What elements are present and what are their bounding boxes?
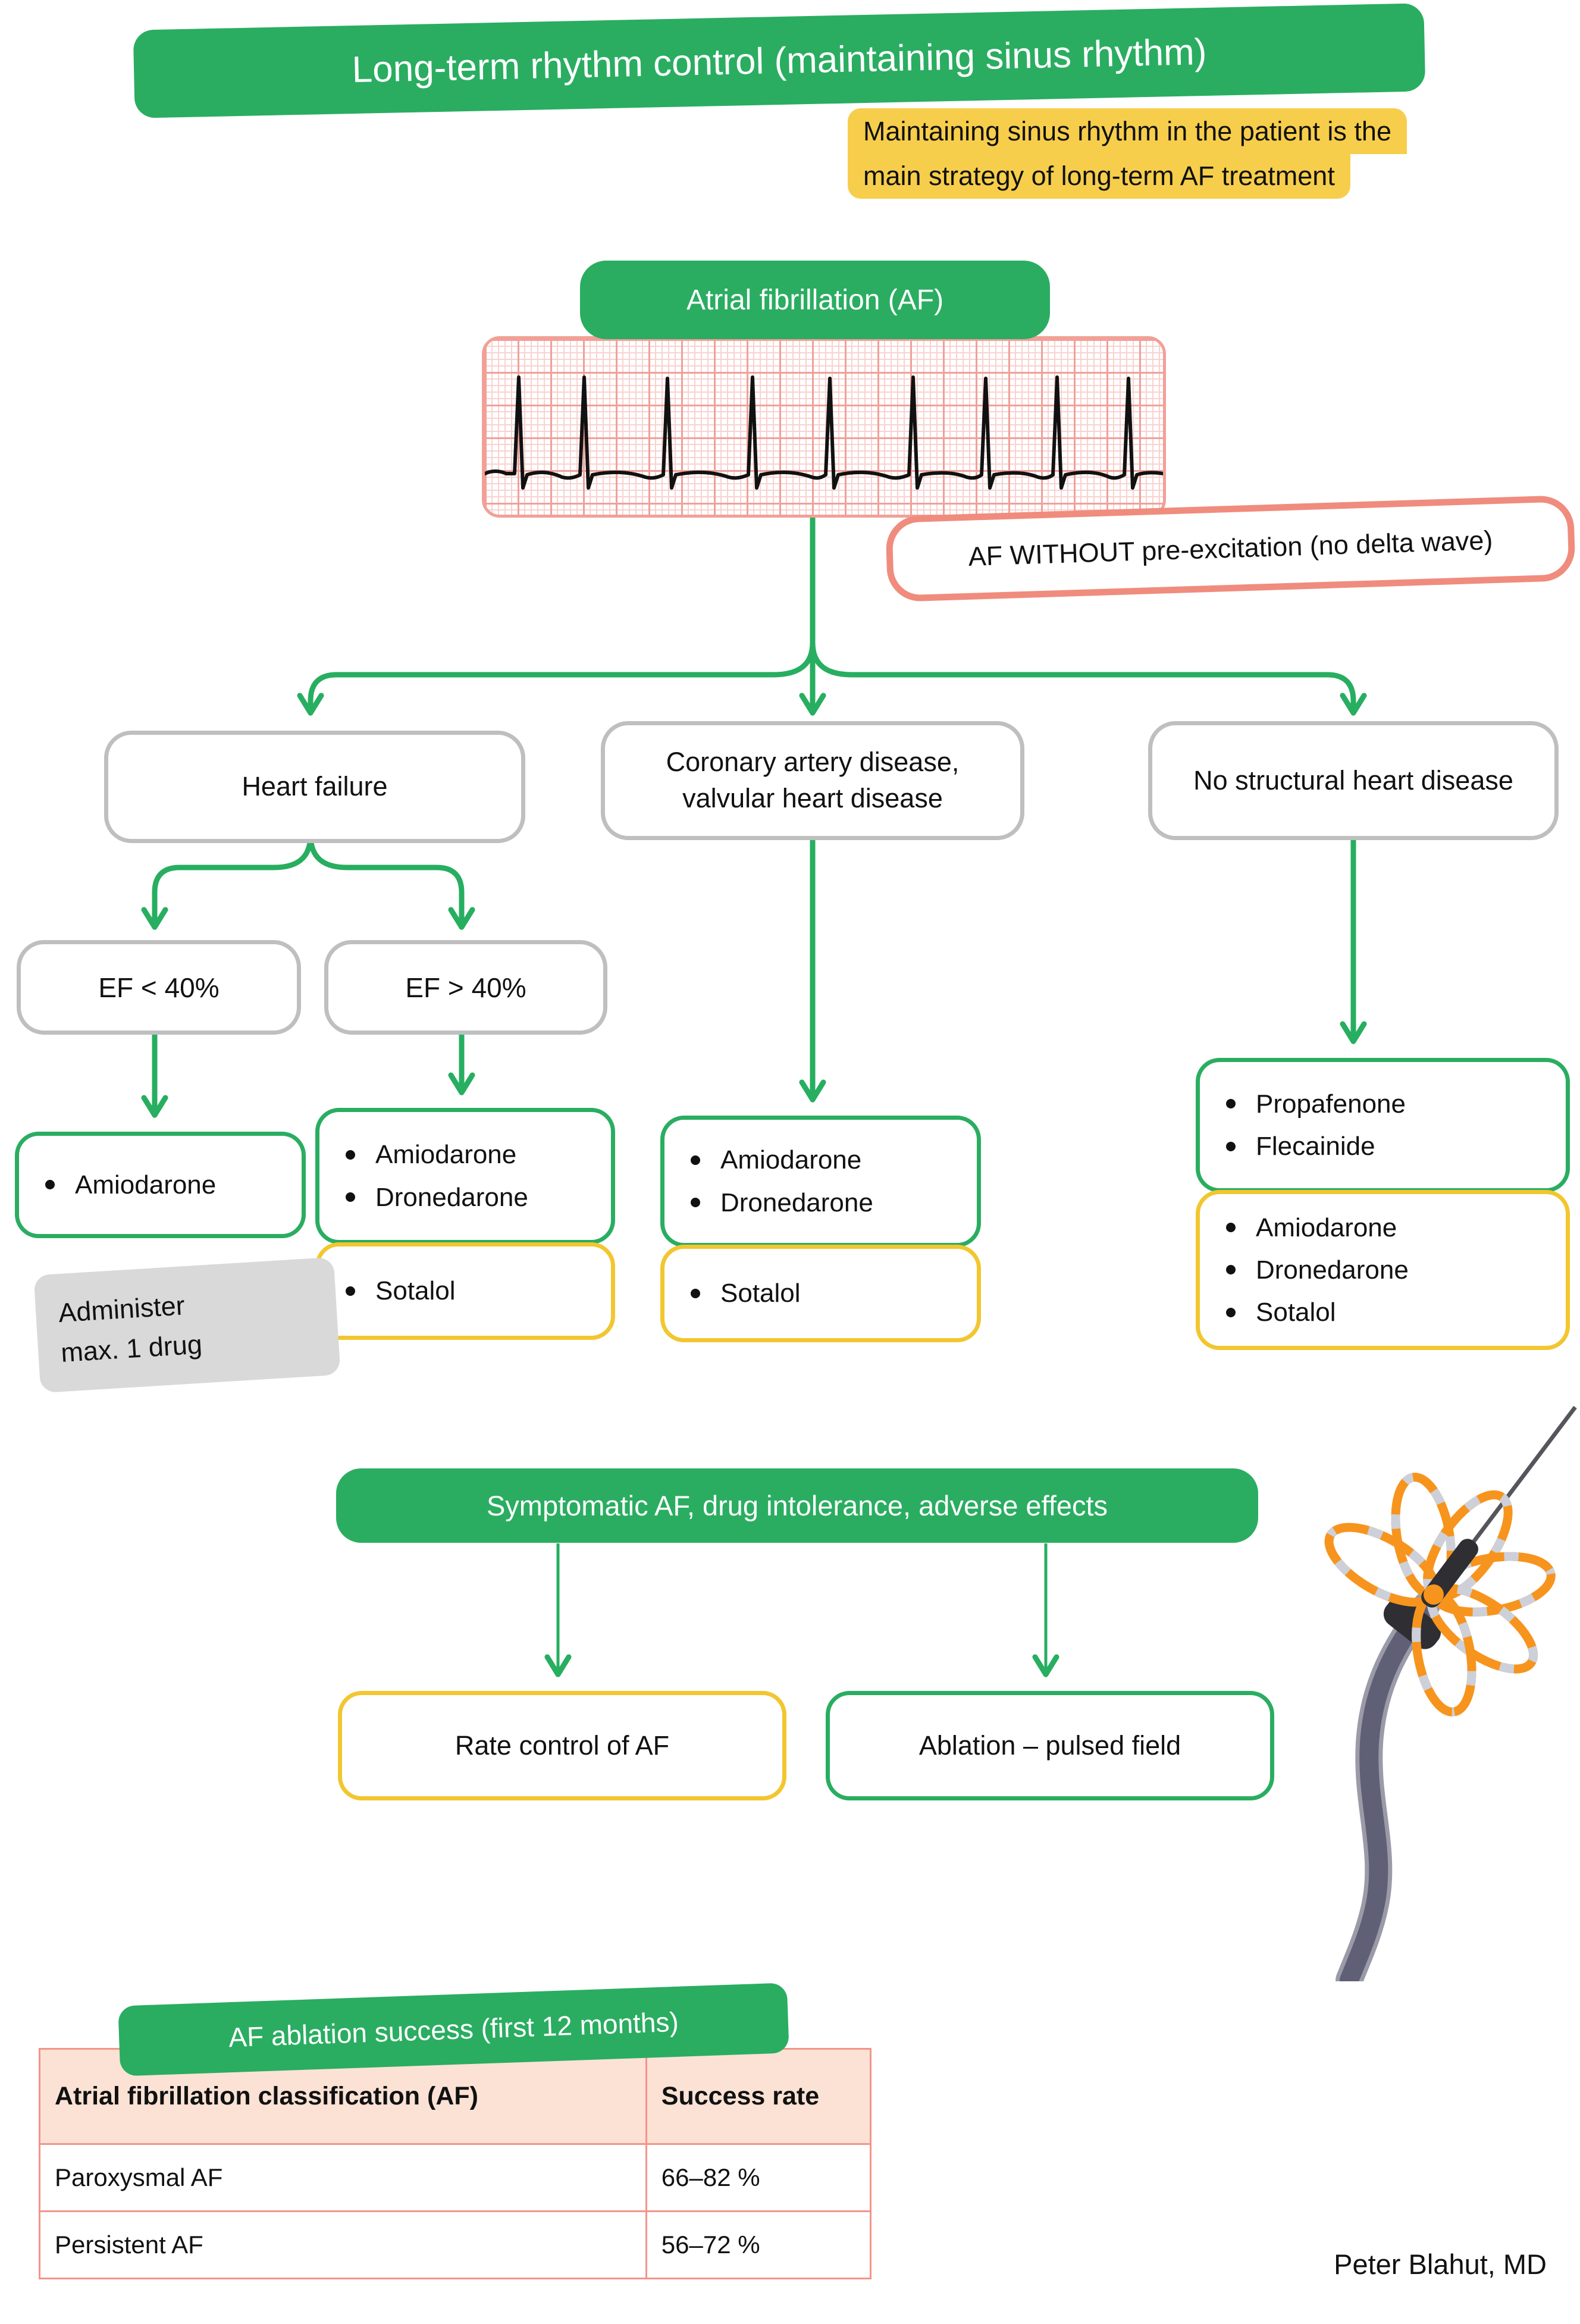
table-cell-success-rate: 56–72 % — [645, 2210, 872, 2279]
table-cell-success-rate: 66–82 % — [645, 2143, 872, 2212]
drug-item: Flecainide — [1226, 1125, 1566, 1167]
node-rate-control: Rate control of AF — [338, 1691, 786, 1800]
drug-item: Amiodarone — [691, 1139, 977, 1181]
drug-label: Amiodarone — [375, 1140, 517, 1170]
node-ablation-pulsed-field: Ablation – pulsed field — [826, 1691, 1274, 1800]
table-row: Paroxysmal AF 66–82 % — [39, 2143, 872, 2212]
drug-item: Amiodarone — [1226, 1207, 1566, 1249]
node-coronary-valvular-disease: Coronary artery disease, valvular heart … — [601, 721, 1024, 840]
drug-item: Dronedarone — [346, 1176, 611, 1219]
drug-label: Dronedarone — [375, 1182, 528, 1212]
ecg-strip — [482, 336, 1166, 518]
drugs-hf-ef-above-40-second-line: Sotalol — [315, 1242, 615, 1340]
author-credit: Peter Blahut, MD — [1334, 2248, 1547, 2280]
table-cell-classification: Persistent AF — [39, 2210, 647, 2279]
strategy-note: Maintaining sinus rhythm in the patient … — [848, 108, 1407, 199]
drug-item: Amiodarone — [346, 1133, 611, 1176]
strategy-note-line2: main strategy of long-term AF treatment — [848, 153, 1350, 199]
node-heart-failure: Heart failure — [104, 731, 525, 843]
table-row: Persistent AF 56–72 % — [39, 2210, 872, 2279]
drug-label: Dronedarone — [1256, 1255, 1409, 1285]
drug-item: Dronedarone — [1226, 1249, 1566, 1291]
node-ef-below-40: EF < 40% — [17, 940, 301, 1035]
drug-label: Amiodarone — [75, 1170, 217, 1199]
drugs-nshd-first-line: Propafenone Flecainide — [1196, 1058, 1570, 1192]
drug-label: Sotalol — [720, 1279, 801, 1308]
node-atrial-fibrillation: Atrial fibrillation (AF) — [580, 261, 1050, 339]
drug-label: Sotalol — [375, 1276, 456, 1306]
table-header-success-rate: Success rate — [645, 2048, 872, 2145]
ecg-trace — [485, 375, 1163, 490]
strategy-note-line1: Maintaining sinus rhythm in the patient … — [848, 108, 1407, 154]
drug-item: Sotalol — [691, 1272, 977, 1314]
drug-item: Sotalol — [346, 1270, 611, 1312]
node-ef-above-40: EF > 40% — [324, 940, 607, 1035]
drugs-cad-second-line: Sotalol — [660, 1245, 981, 1342]
drug-item: Dronedarone — [691, 1182, 977, 1224]
drug-label: Propafenone — [1256, 1089, 1406, 1119]
drug-label: Sotalol — [1256, 1298, 1336, 1327]
drug-label: Amiodarone — [1256, 1213, 1397, 1242]
drugs-hf-ef-below-40-first-line: Amiodarone — [15, 1132, 306, 1238]
administer-note: Administer max. 1 drug — [33, 1257, 341, 1393]
table-cell-classification: Paroxysmal AF — [39, 2143, 647, 2212]
drugs-nshd-second-line: Amiodarone Dronedarone Sotalol — [1196, 1190, 1570, 1350]
drug-label: Amiodarone — [720, 1145, 862, 1175]
ablation-success-table: Atrial fibrillation classification (AF) … — [39, 2048, 872, 2279]
drug-item: Propafenone — [1226, 1083, 1566, 1125]
drugs-cad-first-line: Amiodarone Dronedarone — [660, 1116, 981, 1247]
drugs-hf-ef-above-40-first-line: Amiodarone Dronedarone — [315, 1108, 615, 1244]
ablation-catheter-illustration — [1324, 1405, 1577, 1981]
drug-item: Sotalol — [1226, 1291, 1566, 1333]
node-symptomatic-af: Symptomatic AF, drug intolerance, advers… — [336, 1468, 1258, 1543]
drug-label: Dronedarone — [720, 1188, 873, 1217]
drug-item: Amiodarone — [45, 1164, 302, 1206]
drug-label: Flecainide — [1256, 1132, 1375, 1161]
node-no-structural-heart-disease: No structural heart disease — [1148, 721, 1559, 840]
